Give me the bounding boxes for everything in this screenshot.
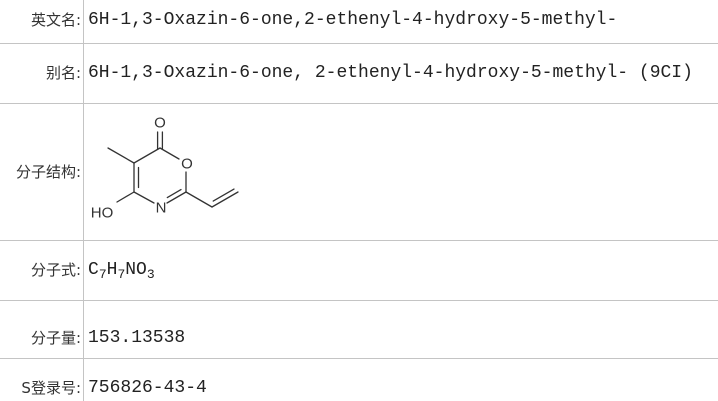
atom-hydroxyl: HO bbox=[91, 205, 114, 222]
row-english-name: 英文名: 6H-1,3-Oxazin-6-one,2-ethenyl-4-hyd… bbox=[0, 0, 718, 44]
label-molecular-structure: 分子结构: bbox=[15, 163, 81, 181]
atom-ring-oxygen: O bbox=[181, 156, 193, 173]
formula-symbol-2: H bbox=[106, 260, 118, 280]
bond-c4-hydroxyl bbox=[116, 191, 135, 203]
molecule-structure-diagram: O O N HO bbox=[91, 115, 239, 222]
row-cas-number: S登录号: 756826-43-4 bbox=[0, 359, 718, 401]
row-molecular-weight: 分子量: 153.13538 bbox=[0, 301, 718, 359]
bond-c6-o1 bbox=[159, 147, 180, 160]
label-cell-english-name: 英文名: bbox=[0, 0, 84, 43]
bond-vinyl-double-inner bbox=[212, 188, 235, 202]
label-alias: 别名: bbox=[45, 64, 81, 82]
label-molecular-weight: 分子量: bbox=[30, 329, 81, 347]
bond-n3-c4 bbox=[133, 191, 155, 204]
atom-ring-nitrogen: N bbox=[156, 200, 167, 217]
label-cell-alias: 别名: bbox=[0, 44, 84, 103]
formula-count-3: 3 bbox=[146, 267, 155, 282]
label-english-name: 英文名: bbox=[30, 11, 81, 29]
formula-symbol-1: C bbox=[88, 260, 99, 280]
bond-c2-n3 bbox=[166, 191, 187, 204]
formula-symbol-3: NO bbox=[125, 260, 147, 280]
bond-lines bbox=[107, 131, 239, 208]
bond-vinyl-double bbox=[211, 191, 239, 208]
row-alias: 别名: 6H-1,3-Oxazin-6-one, 2-ethenyl-4-hyd… bbox=[0, 44, 718, 104]
label-molecular-formula: 分子式: bbox=[30, 261, 81, 279]
bond-c5-c6 bbox=[133, 147, 161, 164]
formula-count-2: 7 bbox=[117, 267, 126, 282]
row-molecular-formula: 分子式: C7H7NO3 bbox=[0, 241, 718, 301]
label-cell-molecular-formula: 分子式: bbox=[0, 241, 84, 300]
value-alias: 6H-1,3-Oxazin-6-one, 2-ethenyl-4-hydroxy… bbox=[88, 63, 693, 83]
label-cas-number: S登录号: bbox=[21, 379, 81, 397]
value-cas-number: 756826-43-4 bbox=[88, 378, 207, 398]
bond-vinyl-single bbox=[185, 191, 213, 208]
label-cell-molecular-structure: 分子结构: bbox=[0, 104, 84, 240]
value-molecular-formula: C7H7NO3 bbox=[84, 241, 718, 300]
formula-count-1: 7 bbox=[98, 267, 107, 282]
label-cell-molecular-weight: 分子量: bbox=[0, 301, 84, 358]
bond-methyl bbox=[107, 147, 135, 164]
label-cell-cas-number: S登录号: bbox=[0, 359, 84, 401]
value-molecular-weight: 153.13538 bbox=[88, 328, 186, 348]
value-english-name: 6H-1,3-Oxazin-6-one,2-ethenyl-4-hydroxy-… bbox=[88, 10, 618, 30]
row-molecular-structure: 分子结构: bbox=[0, 104, 718, 241]
bond-c2-n3-double bbox=[166, 188, 182, 199]
atom-carbonyl-oxygen: O bbox=[154, 115, 166, 132]
value-molecular-structure: O O N HO bbox=[84, 104, 718, 240]
